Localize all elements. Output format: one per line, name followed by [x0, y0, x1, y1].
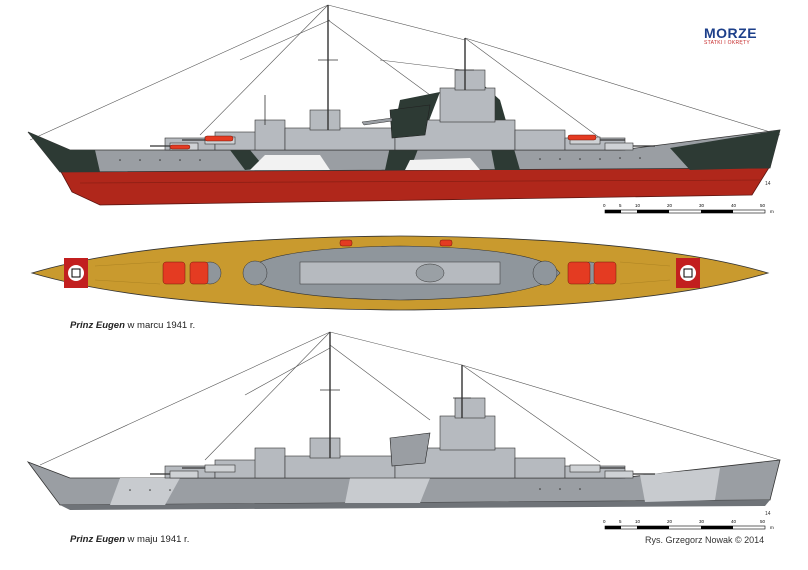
svg-text:0: 0: [603, 203, 606, 208]
svg-text:m: m: [770, 525, 774, 530]
svg-text:10: 10: [635, 519, 641, 524]
svg-text:30: 30: [699, 203, 705, 208]
magazine-logo: MORZE STATKI I OKRĘTY: [704, 26, 768, 48]
logo-title: MORZE: [704, 25, 758, 41]
scale-bar-top: [604, 209, 766, 214]
svg-text:20: 20: [667, 203, 673, 208]
caption-may: Prinz Eugen w maju 1941 r.: [70, 534, 189, 545]
recognition-band-bow: [64, 258, 88, 288]
svg-text:5: 5: [619, 203, 622, 208]
profile-march: 14: [27, 4, 781, 214]
hull-marking-bottom: 14: [765, 511, 771, 517]
svg-text:50: 50: [760, 519, 766, 524]
caption-may-ship: Prinz Eugen: [70, 534, 125, 545]
caption-march: Prinz Eugen w marcu 1941 r.: [70, 320, 195, 331]
svg-text:m: m: [770, 209, 774, 214]
svg-text:40: 40: [731, 203, 737, 208]
caption-march-ship: Prinz Eugen: [70, 320, 125, 331]
scale-labels-top: 0 5 10 20 30 40 50 m: [603, 203, 774, 214]
svg-text:30: 30: [699, 519, 705, 524]
recognition-band-stern: [676, 258, 700, 288]
svg-text:5: 5: [619, 519, 622, 524]
scale-bar-bottom: [604, 525, 766, 530]
artist-credit: Rys. Grzegorz Nowak © 2014: [645, 535, 765, 545]
hull-marking-top: 14: [765, 181, 771, 187]
caption-may-text: w maju 1941 r.: [124, 534, 190, 545]
scale-labels-bottom: 0 5 10 20 30 40 50 m: [603, 519, 774, 530]
logo-tagline: STATKI I OKRĘTY: [704, 40, 750, 46]
svg-text:40: 40: [731, 519, 737, 524]
profile-may: 14: [26, 331, 781, 530]
svg-text:10: 10: [635, 203, 641, 208]
svg-text:20: 20: [667, 519, 673, 524]
svg-text:50: 50: [760, 203, 766, 208]
plan-view: [30, 235, 770, 311]
caption-march-text: w marcu 1941 r.: [124, 320, 196, 331]
svg-text:0: 0: [603, 519, 606, 524]
